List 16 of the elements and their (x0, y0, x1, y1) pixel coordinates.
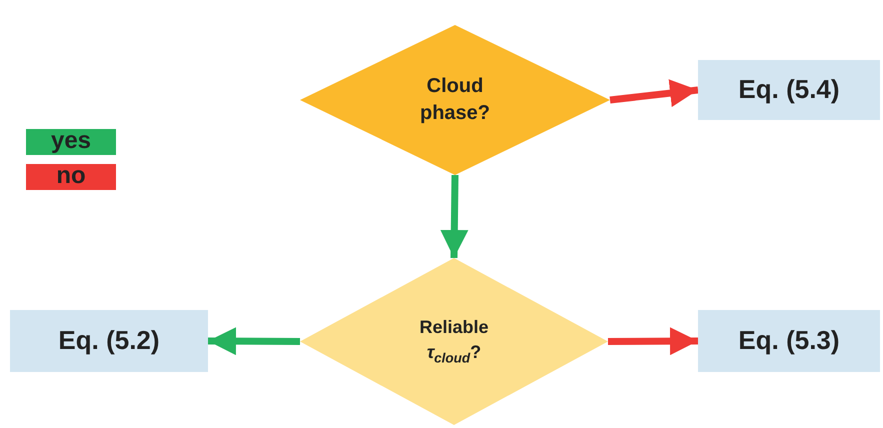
arrow (440, 174, 468, 258)
arrow (610, 79, 698, 108)
equation-reference: Eq. (5.3) (738, 324, 840, 358)
process-box (698, 310, 880, 372)
decision-diamond (300, 25, 610, 175)
equation-reference: Eq. (5.4) (738, 73, 840, 106)
arrow (608, 327, 698, 356)
decision-question: Reliable τ$_{cloud}$? (418, 316, 490, 368)
arrow (208, 327, 300, 356)
process-box (10, 310, 208, 372)
legend-label: no (55, 163, 87, 189)
legend-label: yes (50, 128, 92, 154)
decision-question: Cloud phase? (418, 74, 492, 126)
decision-diamond (300, 258, 608, 425)
process-box (698, 60, 880, 120)
equation-reference: Eq. (5.2) (58, 324, 160, 358)
